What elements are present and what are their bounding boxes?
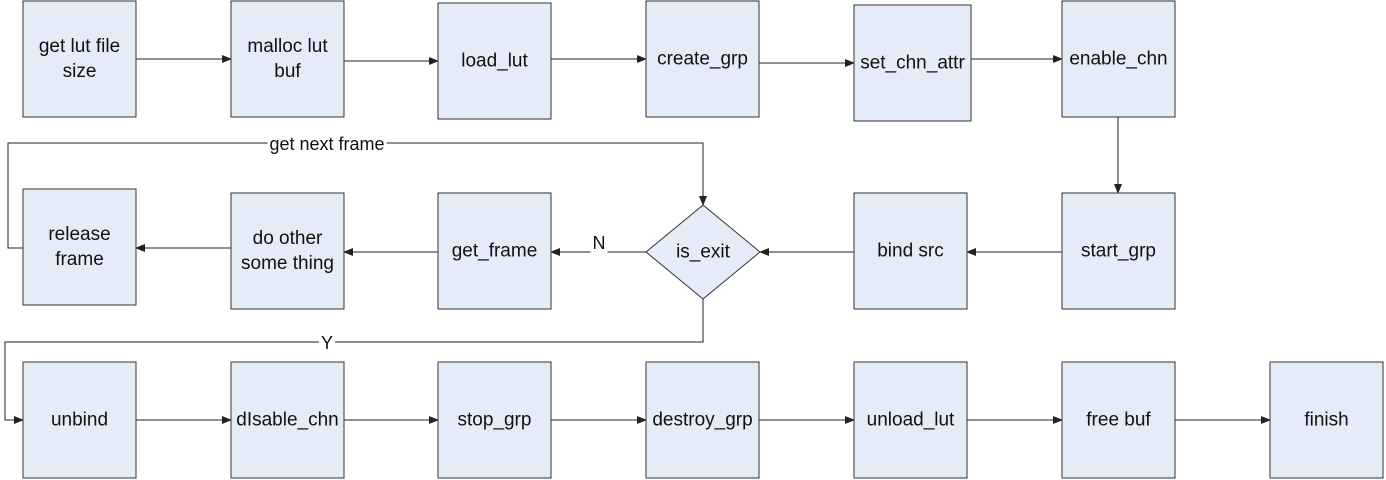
connector-label-is_exit-to-unbind: Y bbox=[318, 333, 336, 353]
decision-diamond bbox=[645, 204, 761, 300]
node-label-line: frame bbox=[55, 249, 104, 270]
node-finish: finish bbox=[1269, 361, 1384, 479]
node-stop-grp: stop_grp bbox=[437, 361, 552, 479]
node-label-line: dIsable_chn bbox=[236, 410, 338, 431]
node-label-line: enable_chn bbox=[1069, 49, 1167, 70]
node-unload-lut: unload_lut bbox=[853, 361, 968, 479]
connector-label-release_frame-to-is_exit: get next frame bbox=[267, 134, 387, 154]
node-malloc-lut-buf: malloc lut buf bbox=[230, 0, 345, 118]
node-label-line: load_lut bbox=[461, 51, 528, 72]
node-label-line: create_grp bbox=[657, 49, 748, 70]
connectors bbox=[4, 55, 1271, 424]
process-box bbox=[645, 361, 760, 479]
node-label-line: get lut file bbox=[39, 36, 120, 57]
node-label-line: stop_grp bbox=[458, 410, 532, 431]
node-create-grp: create_grp bbox=[645, 0, 760, 118]
node-label-line: buf bbox=[274, 61, 301, 82]
node-label-line: finish bbox=[1304, 410, 1348, 431]
node-label-line: size bbox=[63, 61, 97, 82]
node-destroy-grp: destroy_grp bbox=[645, 361, 760, 479]
node-do-other: do other some thing bbox=[230, 192, 345, 310]
node-label-line: malloc lut bbox=[247, 36, 328, 57]
node-label-line: get_frame bbox=[452, 241, 538, 262]
node-label-line: set_chn_attr bbox=[860, 53, 965, 74]
node-get-frame: get_frame bbox=[437, 192, 552, 310]
node-label-line: release bbox=[48, 224, 110, 245]
node-label-line: unbind bbox=[51, 410, 108, 431]
process-box bbox=[437, 2, 552, 120]
process-box bbox=[1269, 361, 1384, 479]
node-label-line: bind src bbox=[877, 241, 944, 262]
node-label-line: free buf bbox=[1086, 410, 1151, 431]
process-box bbox=[230, 192, 345, 310]
node-unbind: unbind bbox=[22, 361, 137, 479]
connector-is_exit-to-unbind bbox=[4, 299, 704, 424]
node-release-frame: release frame bbox=[22, 188, 137, 306]
node-enable-chn: enable_chn bbox=[1061, 0, 1176, 118]
node-set-chn-attr: set_chn_attr bbox=[853, 4, 972, 122]
connector-label-is_exit-to-get_frame: N bbox=[590, 233, 608, 253]
node-disable-chn: dIsable_chn bbox=[230, 361, 345, 479]
process-box bbox=[853, 4, 972, 122]
process-box bbox=[437, 192, 552, 310]
process-box bbox=[230, 0, 345, 118]
node-label-line: start_grp bbox=[1081, 241, 1156, 262]
process-box bbox=[1061, 361, 1176, 479]
connector-label-background bbox=[590, 233, 608, 253]
node-free-buf: free buf bbox=[1061, 361, 1176, 479]
node-is-exit: is_exit bbox=[645, 204, 761, 300]
node-label-line: destroy_grp bbox=[652, 410, 752, 431]
connector-label-text: get next frame bbox=[269, 134, 384, 154]
connector-label-text: Y bbox=[321, 333, 333, 353]
connector-label-text: N bbox=[593, 233, 606, 253]
process-box bbox=[22, 188, 137, 306]
node-bind-src: bind src bbox=[853, 192, 968, 310]
process-box bbox=[645, 0, 760, 118]
process-box bbox=[853, 192, 968, 310]
process-box bbox=[230, 361, 345, 479]
node-load-lut: load_lut bbox=[437, 2, 552, 120]
process-box bbox=[22, 361, 137, 479]
connector-label-background bbox=[318, 333, 336, 353]
process-box bbox=[1061, 192, 1176, 310]
node-label-line: is_exit bbox=[676, 242, 731, 263]
connector-release_frame-to-is_exit bbox=[7, 142, 707, 249]
process-box bbox=[853, 361, 968, 479]
nodes: get lut file size malloc lut buf load_lut cre… bbox=[22, 0, 1384, 479]
node-label-line: some thing bbox=[241, 253, 334, 274]
process-box bbox=[1061, 0, 1176, 118]
process-box bbox=[437, 361, 552, 479]
node-get-lut-file-size: get lut file size bbox=[22, 0, 137, 118]
node-start-grp: start_grp bbox=[1061, 192, 1176, 310]
process-box bbox=[22, 0, 137, 118]
node-label-line: unload_lut bbox=[867, 410, 955, 431]
node-label-line: do other bbox=[253, 228, 323, 249]
connector-label-background bbox=[267, 134, 387, 154]
